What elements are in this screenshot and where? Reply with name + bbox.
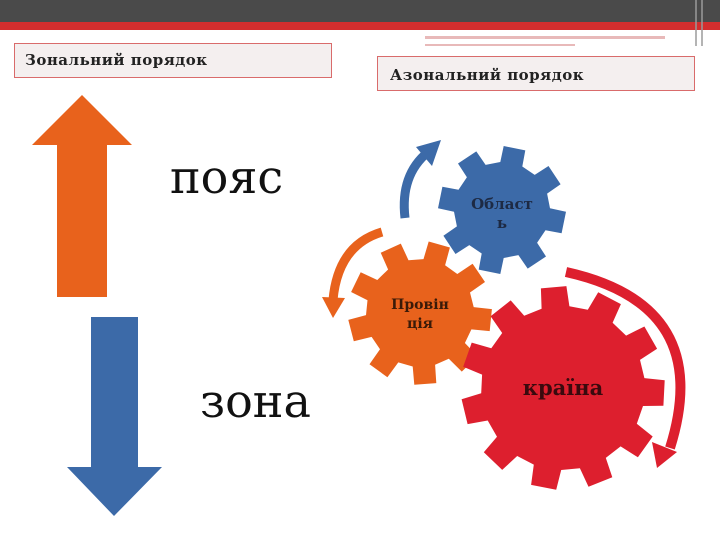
down-arrow	[67, 317, 162, 516]
corner-decor	[695, 0, 703, 46]
province-label-line1: Провін	[391, 297, 449, 313]
country-gear	[461, 286, 665, 490]
province-gear	[348, 241, 492, 385]
gear-orange-shape	[348, 241, 492, 385]
region-label-line1: Област	[471, 195, 533, 213]
decor-line	[425, 36, 665, 39]
red-cycle-arrow	[564, 267, 686, 450]
orange-cycle-arrow	[328, 227, 384, 301]
zonal-order-label: Зональний порядок	[14, 43, 332, 78]
up-arrow	[32, 95, 132, 297]
gear-red-shape	[461, 286, 665, 490]
decor-line	[425, 44, 575, 46]
belt-word: пояс	[170, 150, 284, 204]
region-label-line2: ь	[497, 214, 507, 232]
top-decor-bar	[0, 0, 720, 22]
blue-cycle-arrow	[399, 148, 431, 219]
zone-word: зона	[200, 374, 311, 428]
country-label: країна	[523, 375, 604, 400]
gear-blue-shape	[438, 146, 566, 274]
azonal-order-label: Азональний порядок	[377, 56, 695, 91]
region-gear	[438, 146, 566, 274]
province-label-line2: ція	[407, 316, 433, 332]
top-accent-stripe	[0, 22, 720, 30]
